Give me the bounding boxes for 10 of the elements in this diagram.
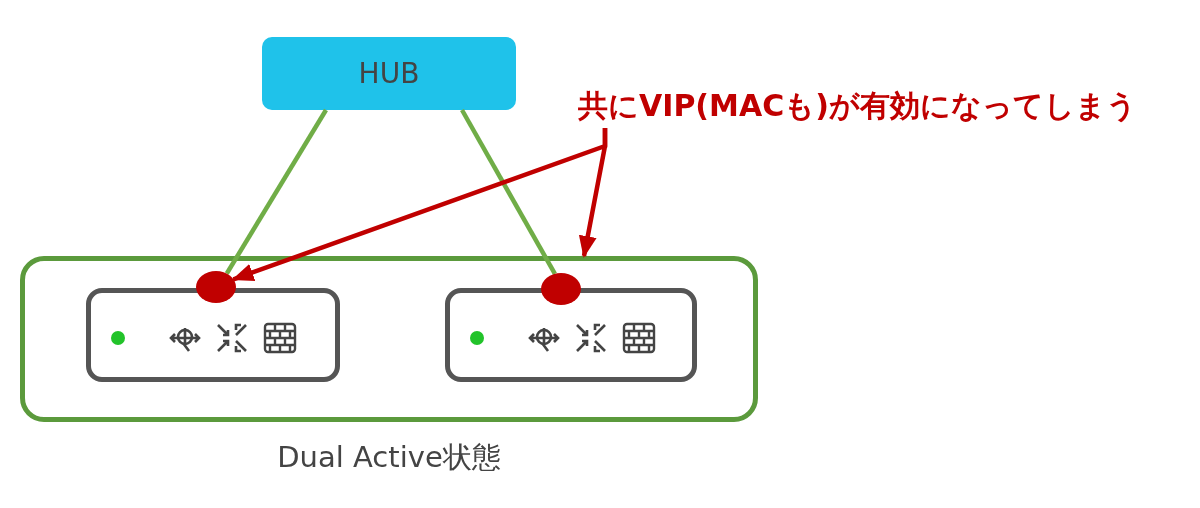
connector-line: [224, 108, 328, 275]
callout-text: 共にVIP(MACも)が有効になってしまう: [578, 86, 1137, 128]
device-box: [445, 288, 697, 382]
device-box: [86, 288, 340, 382]
hub-box: HUB: [262, 37, 516, 110]
port-dot: [541, 273, 581, 305]
arrow: [578, 128, 608, 258]
connector-line: [460, 108, 557, 275]
group-caption: Dual Active状態: [276, 439, 502, 476]
port-dot: [196, 271, 236, 303]
